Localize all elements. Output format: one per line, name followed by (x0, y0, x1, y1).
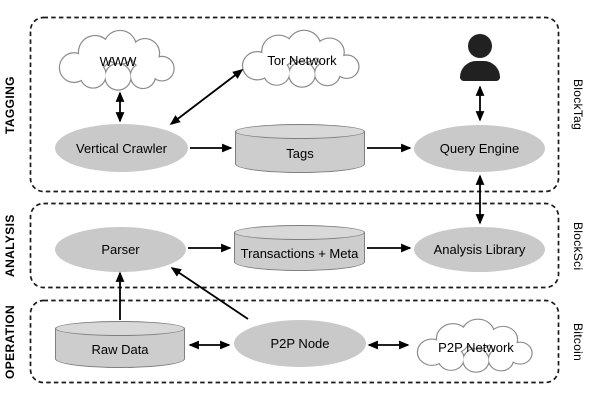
node-raw-data-label: Raw Data (91, 342, 149, 357)
node-www: WWW (54, 28, 182, 91)
node-vertical-crawler-label: Vertical Crawler (75, 140, 168, 156)
layer-label-operation: OPERATION (3, 304, 17, 380)
node-transactions-meta: Transactions + Meta (234, 225, 365, 271)
node-analysis-library: Analysis Library (414, 227, 545, 272)
node-transactions-meta-label: Transactions + Meta (240, 245, 359, 261)
node-tags: Tags (235, 124, 365, 173)
node-p2p-node: P2P Node (234, 320, 366, 367)
user-icon-head (468, 34, 492, 58)
node-tags-label: Tags (286, 146, 314, 161)
edge-p2pnode-parser (170, 267, 249, 320)
node-p2p-node-label: P2P Node (270, 336, 330, 351)
node-raw-data: Raw Data (55, 321, 185, 368)
layer-label-bitcoin: Bitcoin (571, 322, 585, 362)
node-parser: Parser (55, 227, 186, 272)
user-icon-body (460, 61, 500, 81)
node-query-engine-label: Query Engine (439, 141, 520, 156)
layer-label-tagging: TAGGING (3, 76, 17, 134)
node-p2p-network-label: P2P Network (438, 339, 514, 355)
node-analysis-library-label: Analysis Library (433, 242, 526, 257)
node-p2p-network: P2P Network (412, 317, 540, 373)
node-query-engine: Query Engine (414, 125, 545, 172)
user-icon (458, 34, 502, 81)
node-parser-label: Parser (101, 242, 140, 257)
node-tor-network-label: Tor Network (267, 52, 337, 68)
layer-label-analysis: ANALYSIS (3, 214, 17, 278)
layer-label-blocksci: BlockSci (571, 221, 585, 271)
node-www-label: WWW (99, 54, 137, 69)
node-tor-network: Tor Network (237, 28, 367, 88)
node-vertical-crawler: Vertical Crawler (55, 124, 188, 172)
layer-label-blocktag: BlockTag (571, 79, 585, 131)
